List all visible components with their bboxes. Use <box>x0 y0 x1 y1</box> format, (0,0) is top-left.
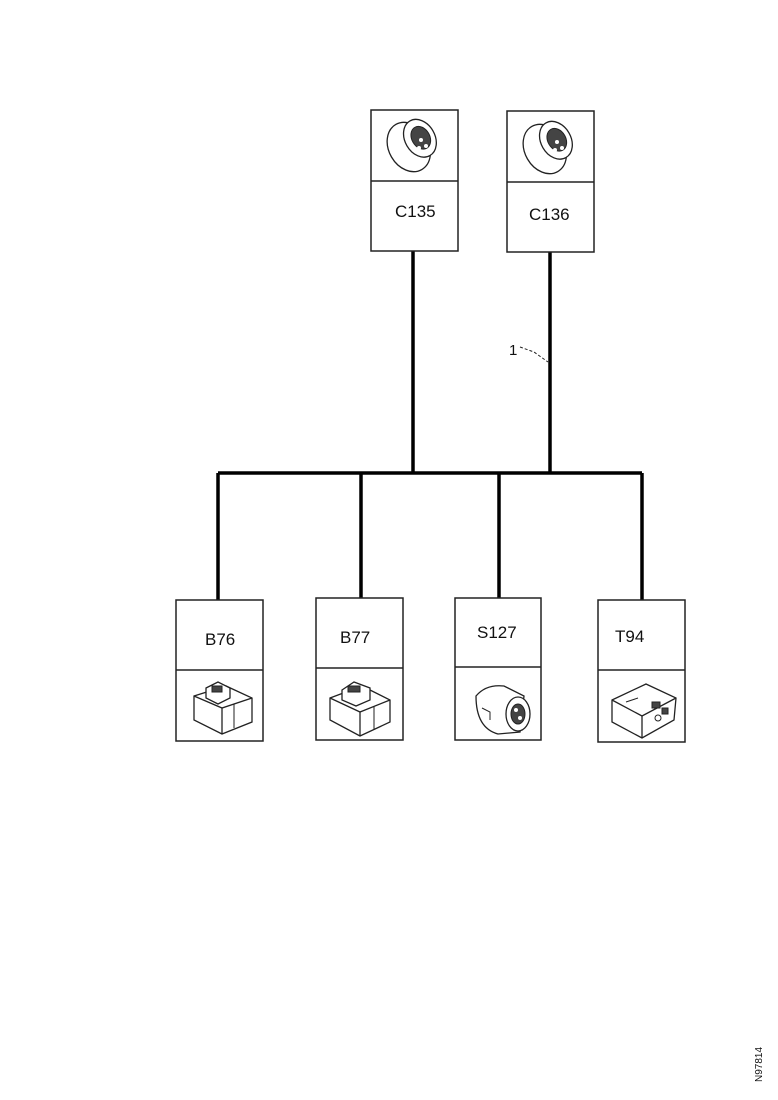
wiring-harness <box>216 251 644 600</box>
connector-b76: B76 <box>175 599 264 742</box>
round-connector-icon <box>386 118 437 173</box>
callout-1: 1 <box>509 342 549 363</box>
connector-label-b76: B76 <box>205 630 235 649</box>
module-connector-icon <box>611 683 677 739</box>
connector-c135: C135 <box>370 109 459 252</box>
connector-c136: C136 <box>506 110 595 253</box>
connector-b77: B77 <box>315 597 404 741</box>
connector-label-s127: S127 <box>477 623 517 642</box>
connector-t94: T94 <box>597 599 686 743</box>
connector-label-b77: B77 <box>340 628 370 647</box>
callout-number: 1 <box>509 342 517 359</box>
rectangular-connector-icon <box>193 681 253 735</box>
document-reference: N97814 <box>754 1047 765 1082</box>
connector-label-c135: C135 <box>395 202 436 221</box>
connector-label-c136: C136 <box>529 205 570 224</box>
round-connector-icon <box>522 120 573 175</box>
switch-connector-icon <box>475 685 531 735</box>
connector-label-t94: T94 <box>615 627 644 646</box>
callout-leader <box>519 346 549 363</box>
connector-s127: S127 <box>454 597 542 741</box>
rectangular-connector-icon <box>329 681 391 737</box>
